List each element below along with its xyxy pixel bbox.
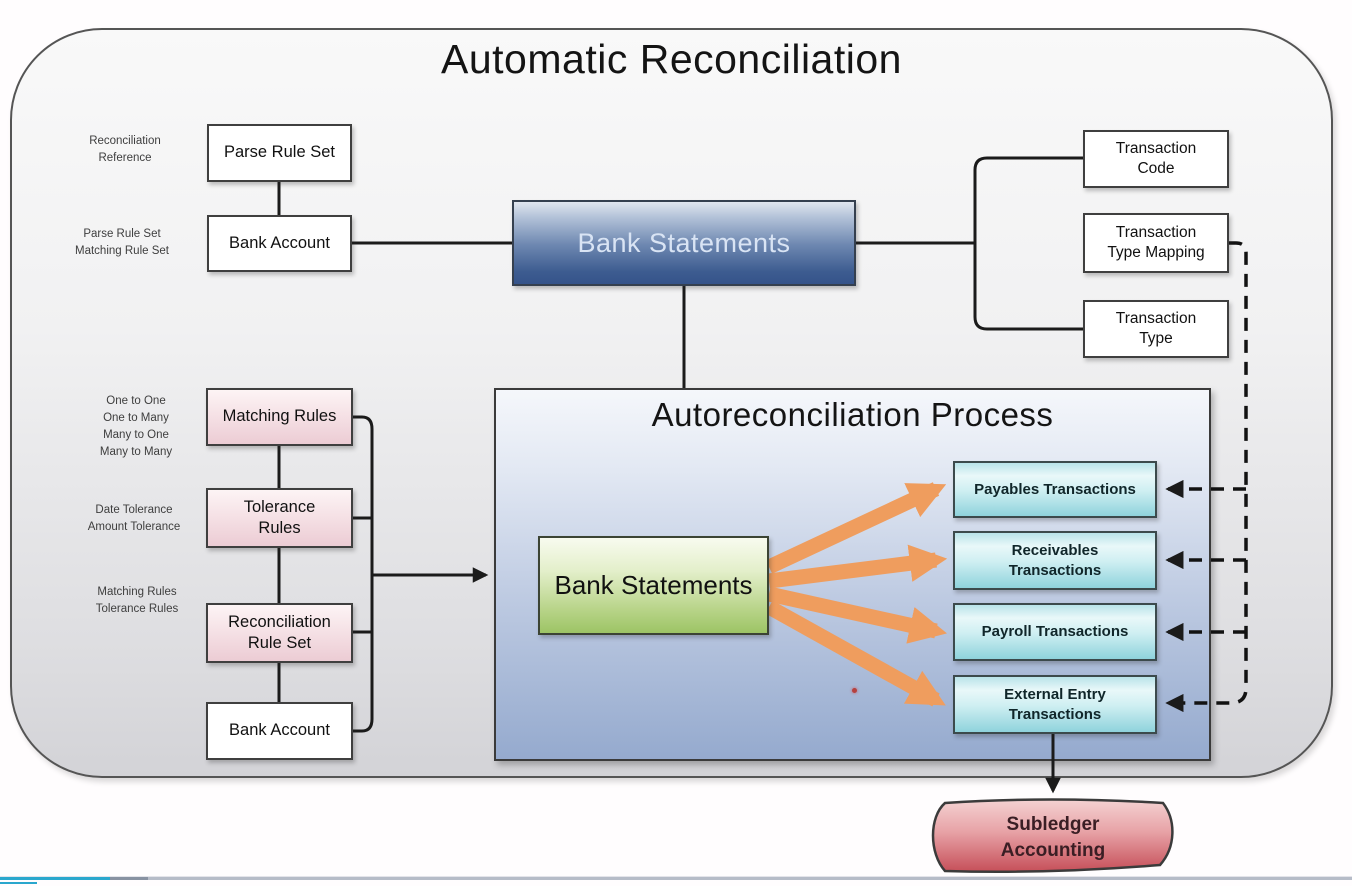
node-transaction-type: Transaction Type [1083, 300, 1229, 358]
bracket-rules-column [353, 415, 374, 733]
node-bank-account-top: Bank Account [207, 215, 352, 272]
node-tolerance-rules: Tolerance Rules [206, 488, 353, 548]
node-receivables-transactions: Receivables Transactions [953, 531, 1157, 590]
bracket-transaction-boxes [973, 156, 1083, 331]
process-panel-title: Autoreconciliation Process [651, 396, 1054, 433]
node-parse-rule-set: Parse Rule Set [207, 124, 352, 182]
annotation-reconciliation-reference: Reconciliation Reference [89, 135, 161, 164]
annotation-bank-account-rule-sets: Parse Rule Set Matching Rule Set [75, 228, 169, 257]
annotation-matching-rule-modes: One to One One to Many Many to One Many … [99, 395, 173, 458]
progress-played-segment[interactable] [0, 877, 110, 880]
node-external-entry-transactions: External Entry Transactions [953, 675, 1157, 734]
orange-arrow-payables [765, 482, 947, 574]
diagram-title: Automatic Reconciliation [441, 36, 902, 82]
orange-arrow-payroll [767, 586, 947, 644]
orange-arrow-external-entry [765, 600, 946, 707]
node-transaction-type-mapping: Transaction Type Mapping [1083, 213, 1229, 273]
node-bank-statements-process: Bank Statements [538, 536, 769, 635]
bottom-hairline [0, 876, 1352, 877]
subledger-stored-data-path [931, 798, 1174, 873]
red-artifact-dot [852, 688, 857, 693]
node-matching-rules: Matching Rules [206, 388, 353, 446]
node-reconciliation-rule-set: Reconciliation Rule Set [206, 603, 353, 663]
orange-arrow-receivables [768, 544, 948, 589]
secondary-progress-bar [0, 882, 37, 884]
dashed-mapping-to-external-entry [1165, 241, 1248, 713]
node-payables-transactions: Payables Transactions [953, 461, 1157, 518]
progress-buffered-segment[interactable] [110, 877, 148, 880]
node-payroll-transactions: Payroll Transactions [953, 603, 1157, 661]
node-subledger-accounting: Subledger Accounting [1000, 814, 1106, 861]
annotation-rule-set-contents: Matching Rules Tolerance Rules [95, 586, 179, 615]
node-bank-account-bottom: Bank Account [206, 702, 353, 760]
progress-remaining-segment[interactable] [148, 877, 1352, 880]
node-bank-statements: Bank Statements [512, 200, 856, 286]
progress-bar[interactable] [0, 877, 1352, 880]
subledger-shape [931, 798, 1174, 873]
annotation-tolerance-types: Date Tolerance Amount Tolerance [87, 504, 181, 533]
node-transaction-code: Transaction Code [1083, 130, 1229, 188]
